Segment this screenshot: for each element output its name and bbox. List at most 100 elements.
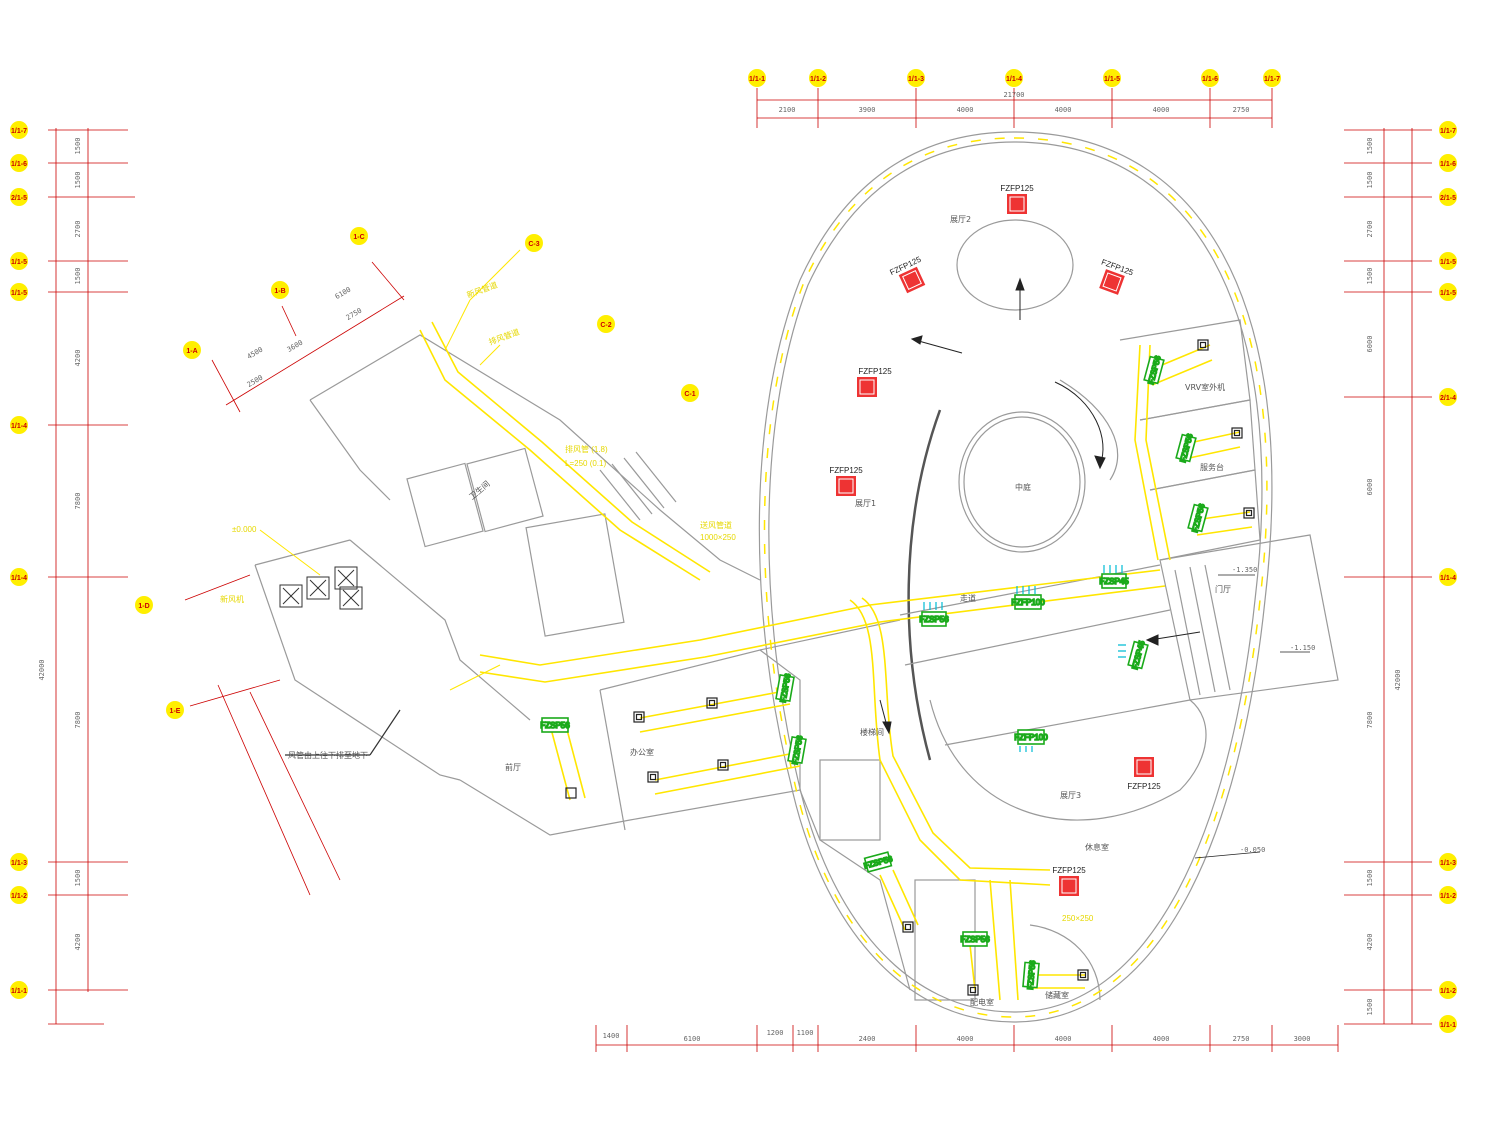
svg-text:2/1-5: 2/1-5: [1440, 195, 1456, 202]
svg-text:1500: 1500: [1366, 268, 1374, 285]
axis-bubble: 1/1-5: [1439, 283, 1457, 301]
svg-text:1500: 1500: [1366, 138, 1374, 155]
svg-text:1-E: 1-E: [170, 708, 181, 715]
svg-text:1/1-5: 1/1-5: [1440, 259, 1456, 266]
left-dim-labels: 1500 1500 2700 1500 4200 7800 7800 1500 …: [38, 138, 82, 951]
axis-bubble: 1/1-3: [10, 853, 28, 871]
svg-text:7800: 7800: [74, 493, 82, 510]
axis-bubble: C-1: [681, 384, 699, 402]
svg-text:2/1-5: 2/1-5: [11, 195, 27, 202]
room-label: 中庭: [1015, 482, 1031, 492]
svg-text:2750: 2750: [1233, 106, 1250, 114]
svg-text:2100: 2100: [779, 106, 796, 114]
svg-text:1500: 1500: [74, 172, 82, 189]
svg-text:1/1-5: 1/1-5: [1104, 76, 1120, 83]
fzsp56-unit: FZSP56: [1022, 959, 1040, 991]
svg-text:6000: 6000: [1366, 479, 1374, 496]
duct-note: 送风管道: [700, 520, 732, 530]
svg-text:2700: 2700: [74, 221, 82, 238]
axis-bubble: 1-D: [135, 596, 153, 614]
fzfp125-unit: FZFP125: [829, 466, 863, 496]
top-total-dim: 21700: [1003, 91, 1024, 99]
svg-text:1/1-1: 1/1-1: [1440, 1022, 1456, 1029]
svg-text:4500: 4500: [246, 346, 265, 361]
svg-text:1/1-7: 1/1-7: [1264, 76, 1280, 83]
svg-text:1500: 1500: [74, 138, 82, 155]
room-label: 展厅3: [1060, 791, 1081, 800]
svg-text:-1.150: -1.150: [1290, 644, 1315, 652]
fzsp56-unit: FZSP56: [862, 851, 895, 873]
room-label: 展厅2: [950, 215, 971, 224]
svg-text:C-1: C-1: [684, 391, 695, 398]
axis-bubble: 1/1-1: [10, 981, 28, 999]
svg-text:FZSP56: FZSP56: [1026, 959, 1038, 990]
svg-text:FZFP125: FZFP125: [1052, 866, 1086, 875]
fzsp45-unit: FZSP45: [1127, 638, 1149, 671]
svg-text:6000: 6000: [1366, 336, 1374, 353]
top-axis-bubbles: 1/1-1 1/1-2 1/1-3 1/1-4 1/1-5 1/1-6 1/1-…: [748, 69, 1281, 87]
axis-bubble: 2/1-5: [1439, 188, 1457, 206]
svg-text:1/1-4: 1/1-4: [1440, 575, 1456, 582]
svg-text:1/1-4: 1/1-4: [11, 575, 27, 582]
svg-text:1100: 1100: [797, 1029, 814, 1037]
duct-note: 250×250: [1062, 914, 1094, 923]
svg-text:1500: 1500: [1366, 999, 1374, 1016]
duct-note: ±0.000: [232, 525, 257, 534]
svg-text:FZSP56: FZSP56: [919, 615, 949, 624]
fzfp100-unit: FZFP100: [1011, 594, 1046, 610]
fzsp56-unit: FZSP56: [919, 611, 950, 627]
svg-text:1/1-3: 1/1-3: [1440, 860, 1456, 867]
building-walls: [254, 131, 1339, 1023]
svg-text:C-2: C-2: [600, 322, 611, 329]
svg-text:1/1-2: 1/1-2: [1440, 988, 1456, 995]
svg-text:3600: 3600: [286, 339, 305, 354]
svg-text:FZSP45: FZSP45: [1099, 577, 1129, 586]
diagonal-dim-labels: 2500 3600 2750 4500 6100: [246, 286, 364, 389]
svg-text:1/1-1: 1/1-1: [749, 76, 765, 83]
axis-bubble: 1/1-4: [10, 416, 28, 434]
room-label: 门厅: [1215, 584, 1231, 594]
axis-bubble: 1/1-7: [1263, 69, 1281, 87]
fzsp56-unit: FZSP56: [1143, 353, 1165, 386]
axis-bubble: 1-C: [350, 227, 368, 245]
right-axis-bubbles: 1/1-7 1/1-6 2/1-5 1/1-5 1/1-5 2/1-4 1/1-…: [1439, 121, 1457, 1033]
fzsp56-unit: FZSP56: [775, 672, 795, 704]
svg-text:4000: 4000: [1153, 106, 1170, 114]
axis-bubble: 2/1-5: [10, 188, 28, 206]
svg-text:1/1-2: 1/1-2: [810, 76, 826, 83]
svg-text:FZFP100: FZFP100: [1011, 598, 1045, 607]
svg-text:42000: 42000: [1394, 669, 1402, 690]
supply-air-arrows: [923, 565, 1126, 752]
fzfp100-unit: FZFP100: [1014, 729, 1049, 745]
axis-bubble: 1/1-7: [1439, 121, 1457, 139]
room-label: VRV室外机: [1185, 382, 1225, 392]
room-label: 前厅: [505, 762, 521, 772]
svg-text:FZFP125: FZFP125: [1127, 782, 1161, 791]
right-dimension-chain: [1344, 128, 1432, 1025]
svg-text:FZFP100: FZFP100: [1014, 733, 1048, 742]
svg-text:42000: 42000: [38, 659, 46, 680]
svg-text:7800: 7800: [74, 712, 82, 729]
svg-text:1/1-5: 1/1-5: [11, 290, 27, 297]
svg-text:FZSP56: FZSP56: [540, 721, 570, 730]
axis-bubble: 1/1-2: [809, 69, 827, 87]
svg-text:1/1-5: 1/1-5: [11, 259, 27, 266]
axis-bubble: 1/1-1: [748, 69, 766, 87]
svg-text:3000: 3000: [1294, 1035, 1311, 1043]
axis-bubble: 1/1-4: [1439, 568, 1457, 586]
fzsp56-unit: FZSP56: [1175, 431, 1197, 464]
fzfp125-unit: FZFP125: [857, 367, 892, 397]
svg-text:1500: 1500: [74, 268, 82, 285]
room-label: 休息室: [1085, 842, 1109, 852]
room-label: 卫生间: [467, 478, 492, 501]
duct-note: 风管由上往下排至地下: [288, 750, 368, 760]
svg-text:1-D: 1-D: [138, 603, 149, 610]
axis-bubble: C-3: [525, 234, 543, 252]
svg-text:2/1-4: 2/1-4: [1440, 395, 1456, 402]
svg-text:1/1-7: 1/1-7: [11, 128, 27, 135]
svg-text:2750: 2750: [1233, 1035, 1250, 1043]
fzsp56-unit: FZSP56: [540, 717, 571, 733]
svg-text:4000: 4000: [957, 1035, 974, 1043]
room-label: 配电室: [970, 997, 994, 1007]
